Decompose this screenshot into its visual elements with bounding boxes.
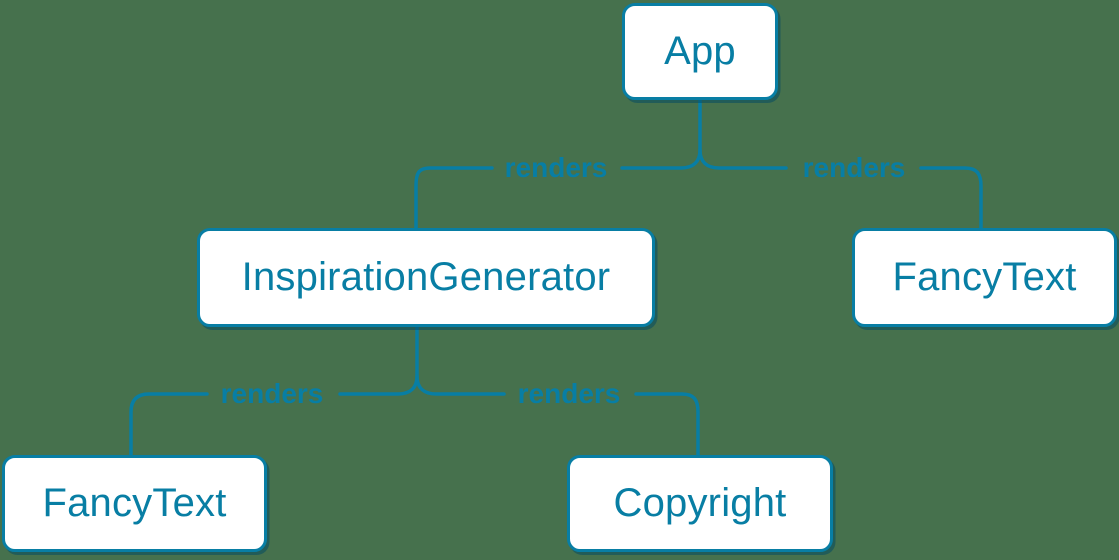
node-copyright-label: Copyright: [613, 481, 787, 525]
node-app: App: [622, 3, 778, 100]
node-fancytext-bottom: FancyText: [2, 455, 267, 552]
node-fancytext-top: FancyText: [852, 228, 1117, 327]
edge-inspirationgenerator-copyright: [415, 374, 700, 457]
node-fancytext-bottom-label: FancyText: [42, 481, 227, 525]
node-inspiration-generator-label: InspirationGenerator: [241, 255, 611, 299]
edge-label-renders: renders: [518, 378, 621, 409]
edge-label-renders: renders: [803, 152, 906, 183]
edge-app-fancytext: [698, 148, 983, 230]
edge-label-renders: renders: [505, 152, 608, 183]
node-copyright: Copyright: [567, 455, 833, 552]
edge-label-renders: renders: [221, 378, 324, 409]
node-fancytext-top-label: FancyText: [892, 255, 1077, 299]
node-inspiration-generator: InspirationGenerator: [197, 228, 655, 327]
node-app-label: App: [664, 29, 736, 73]
